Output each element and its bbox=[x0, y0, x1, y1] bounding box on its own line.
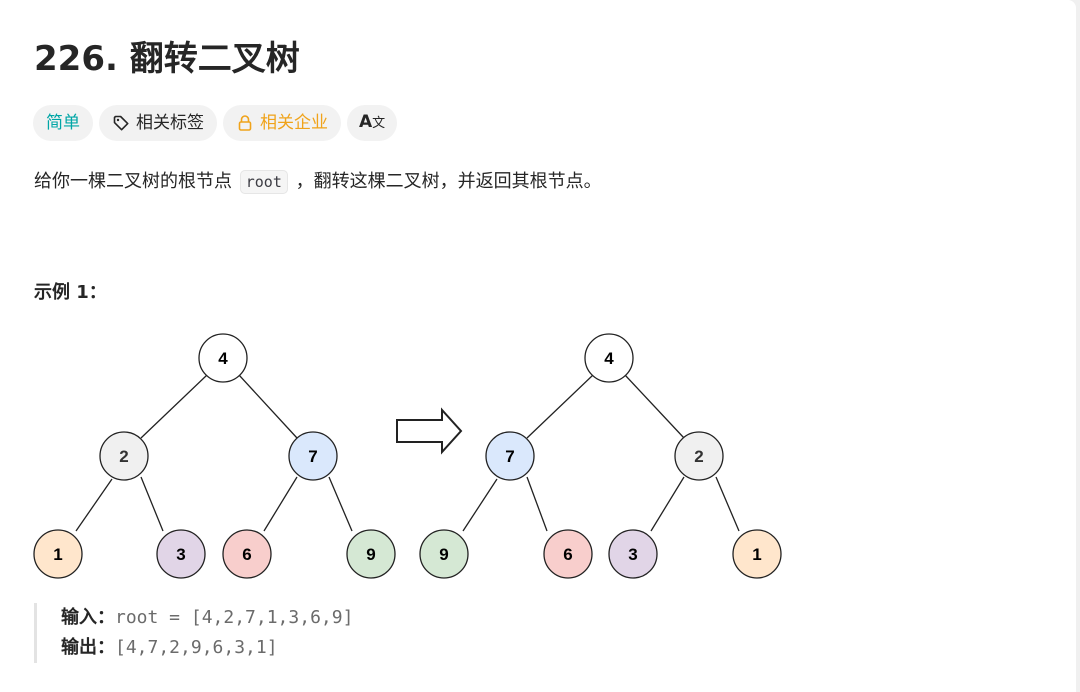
node-label: 4 bbox=[218, 349, 228, 368]
input-label: 输入： bbox=[61, 607, 115, 628]
tree-node: 3 bbox=[608, 529, 658, 579]
tag-bar: 简单 相关标签 相关企业 A文 bbox=[33, 105, 398, 141]
output-value: [4,7,2,9,6,3,1] bbox=[115, 637, 278, 658]
tree-node: 2 bbox=[674, 431, 724, 481]
tree-node: 1 bbox=[732, 529, 782, 579]
tree-node: 6 bbox=[543, 529, 593, 579]
node-label: 3 bbox=[176, 545, 185, 564]
lock-icon bbox=[236, 114, 254, 132]
translate-icon: A文 bbox=[359, 112, 386, 132]
after-tree-edges bbox=[462, 374, 740, 532]
root-code: root bbox=[239, 170, 288, 194]
node-label: 3 bbox=[628, 545, 637, 564]
description-text-1: 给你一棵二叉树的根节点 bbox=[34, 171, 238, 192]
input-line: 输入：root = [4,2,7,1,3,6,9] bbox=[61, 603, 661, 633]
tree-node: 6 bbox=[222, 529, 272, 579]
node-label: 2 bbox=[119, 447, 128, 466]
node-label: 7 bbox=[308, 447, 317, 466]
output-label: 输出： bbox=[61, 637, 115, 658]
tree-node: 7 bbox=[288, 431, 338, 481]
related-tags-label: 相关标签 bbox=[136, 113, 204, 133]
tree-node: 2 bbox=[99, 431, 149, 481]
node-label: 4 bbox=[604, 349, 614, 368]
related-companies-button[interactable]: 相关企业 bbox=[223, 105, 341, 141]
difficulty-badge: 简单 bbox=[33, 105, 93, 141]
related-companies-label: 相关企业 bbox=[260, 113, 328, 133]
tag-icon bbox=[112, 114, 130, 132]
tree-node: 4 bbox=[584, 333, 634, 383]
before-tree-edges bbox=[75, 374, 353, 532]
tree-node: 1 bbox=[33, 529, 83, 579]
node-label: 7 bbox=[505, 447, 514, 466]
problem-title: 226. 翻转二叉树 bbox=[34, 39, 300, 79]
translate-button[interactable]: A文 bbox=[347, 105, 398, 141]
output-line: 输出：[4,7,2,9,6,3,1] bbox=[61, 633, 661, 663]
tree-node: 7 bbox=[485, 431, 535, 481]
tree-node: 9 bbox=[346, 529, 396, 579]
node-label: 6 bbox=[563, 545, 572, 564]
node-label: 9 bbox=[439, 545, 448, 564]
tree-node: 4 bbox=[198, 333, 248, 383]
example-title: 示例 1： bbox=[34, 282, 107, 303]
problem-description: 给你一棵二叉树的根节点 root ，翻转这棵二叉树，并返回其根节点。 bbox=[34, 167, 602, 197]
example-io-block: 输入：root = [4,2,7,1,3,6,9] 输出：[4,7,2,9,6,… bbox=[34, 603, 661, 663]
translate-glyph: A bbox=[359, 112, 373, 132]
after-tree-nodes: 4 7 2 9 6 3 1 bbox=[419, 333, 782, 579]
description-text-2: ，翻转这棵二叉树，并返回其根节点。 bbox=[289, 171, 602, 192]
right-arrow-icon bbox=[396, 407, 463, 455]
node-label: 9 bbox=[366, 545, 375, 564]
input-value: root = [4,2,7,1,3,6,9] bbox=[115, 607, 354, 628]
tree-node: 9 bbox=[419, 529, 469, 579]
node-label: 2 bbox=[694, 447, 703, 466]
node-label: 1 bbox=[752, 545, 761, 564]
before-tree-nodes: 4 2 7 1 3 6 9 bbox=[33, 333, 396, 579]
difficulty-label: 简单 bbox=[46, 113, 80, 133]
node-label: 6 bbox=[242, 545, 251, 564]
node-label: 1 bbox=[53, 545, 62, 564]
related-tags-button[interactable]: 相关标签 bbox=[99, 105, 217, 141]
tree-node: 3 bbox=[156, 529, 206, 579]
example-diagram: 4 2 7 1 3 6 9 bbox=[33, 333, 782, 579]
